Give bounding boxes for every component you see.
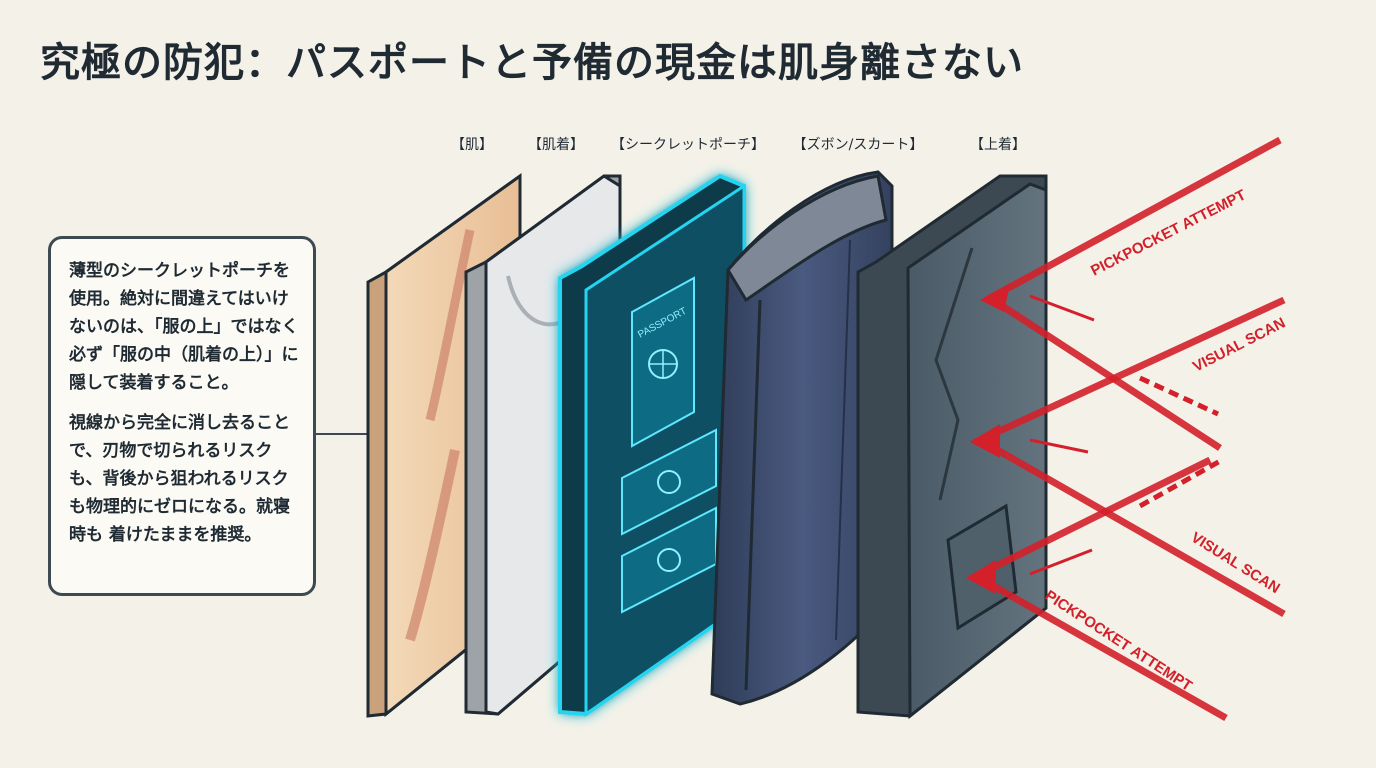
callout-paragraph-2: 視線から完全に消し去ることで、刃物で切られるリスクも、背後から狙われるリスクも物… (69, 413, 290, 545)
layer-label-secret-pouch: 【シークレットポーチ】 (611, 137, 765, 153)
secret-pouch-layer: PASSPORT (558, 173, 746, 717)
layer-label-undershirt: 【肌着】 (528, 137, 584, 153)
page-title: 究極の防犯：パスポートと予備の現金は肌身離さない (40, 40, 1024, 86)
pants-layer (710, 170, 894, 706)
explanation-callout: 薄型のシークレットポーチを使用。絶対に間違えてはいけないのは、「服の上」ではなく… (48, 236, 316, 596)
layer-label-pants-skirt: 【ズボン/スカート】 (792, 137, 924, 153)
threat-label-pickpocket-bottom: PICKPOCKET ATTEMPT (1042, 587, 1195, 695)
passport-icon: PASSPORT (631, 276, 695, 448)
callout-paragraph-1: 薄型のシークレットポーチを使用。絶対に間違えてはいけないのは、「服の上」ではなく… (69, 261, 299, 393)
jacket-layer (856, 174, 1048, 720)
layer-label-skin: 【肌】 (451, 137, 493, 153)
layer-label-jacket: 【上着】 (970, 137, 1026, 153)
threat-arrows (966, 136, 1286, 722)
